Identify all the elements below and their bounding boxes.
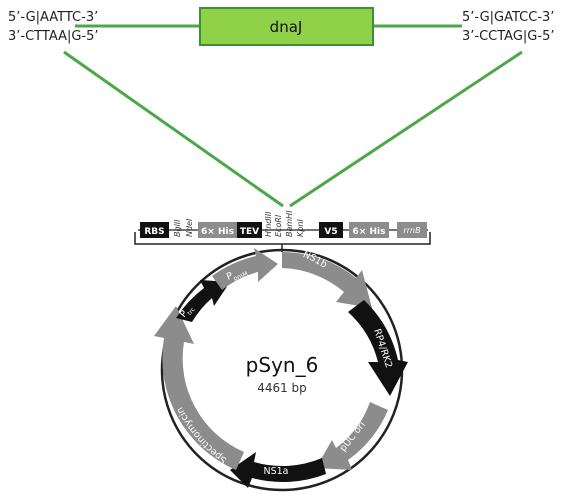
mcs-his1-box <box>198 222 237 238</box>
ptrc-sub: trc <box>186 306 197 317</box>
mcs-tev-box <box>237 222 262 238</box>
pmM-main: P <box>225 270 235 282</box>
feature-puc-arrow <box>316 402 388 470</box>
feature-ns1b-arrow <box>282 251 372 308</box>
mcs-kpnI-label: KpnI <box>296 219 305 237</box>
ptrc-main: P <box>178 308 190 320</box>
right-site-bottom: 3’-CCTAG|G-5’ <box>462 29 554 44</box>
mcs-v5-box <box>319 222 343 238</box>
feature-rp4-arrow <box>348 300 408 396</box>
mcs-rrnB-label: rrnB <box>403 226 420 235</box>
mcs-hindIII-label: HindIII <box>264 211 273 237</box>
gene-box <box>199 7 374 46</box>
left-site-top: 5’-G|AATTC-3’ <box>8 10 98 25</box>
gene-label: dnaJ <box>270 18 303 36</box>
mcs-his2-label: 6× His <box>353 227 386 237</box>
feature-ptrc-arrow <box>176 280 230 322</box>
right-site-top: 5’-G|GATCC-3’ <box>462 10 554 25</box>
mcs-rbs-box <box>140 222 169 238</box>
mcs-tev-label: TEV <box>240 227 259 237</box>
mcs-ecoRI-label: EcoRI <box>274 214 283 237</box>
mcs-v5-label: V5 <box>324 227 337 237</box>
feature-ns1a-arrow <box>230 452 326 488</box>
insertion-line-left <box>63 50 284 208</box>
left-site-bottom: 3’-CTTAA|G-5’ <box>8 29 99 44</box>
mcs-his2-box <box>349 222 389 238</box>
plasmid-name: pSyn_6 <box>246 353 319 377</box>
mcs-bglII-label: BglII <box>173 219 182 237</box>
mcs-his1-label: 6× His <box>201 227 234 237</box>
plasmid-size: 4461 bp <box>257 381 307 395</box>
feature-spec-arrow <box>154 306 244 470</box>
mcs-ndeI-label: NdeI <box>185 218 194 237</box>
feature-ptrc-label: Ptrc <box>178 302 197 321</box>
insertion-line-right <box>289 50 523 208</box>
mcs-rbs-label: RBS <box>144 227 164 237</box>
mcs-bamHI-label: BamHI <box>285 210 294 237</box>
feature-ns1a-label: NS1a <box>263 466 288 477</box>
mcs-rrnB-box <box>397 222 427 238</box>
feature-pmM-arrow <box>212 248 278 290</box>
